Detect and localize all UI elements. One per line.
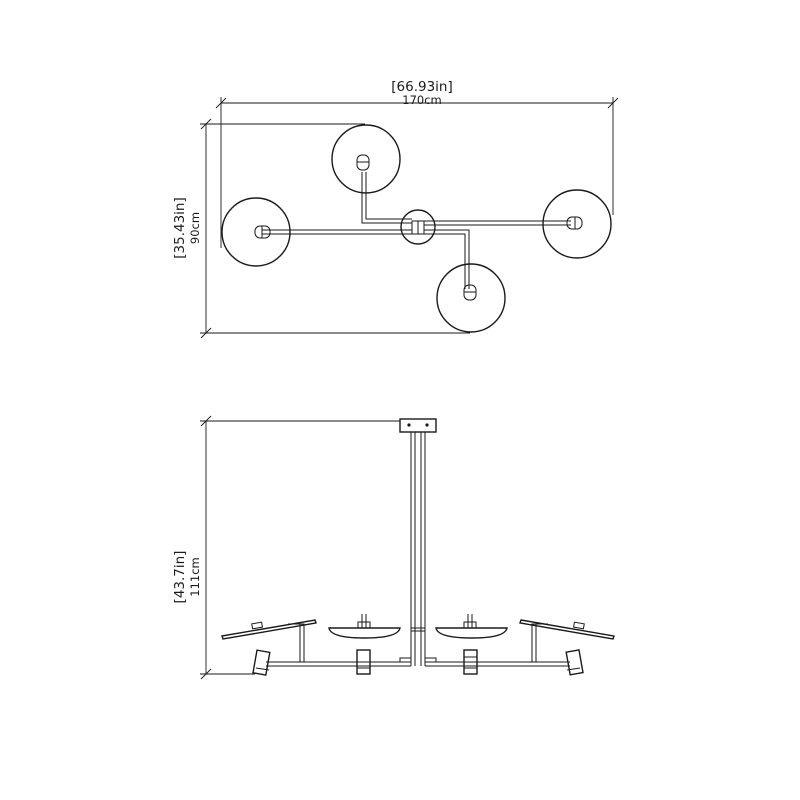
side-arm-bar [266, 657, 570, 667]
side-canopy [399, 418, 437, 433]
width-dimension: [66.93in] 170cm [215, 79, 619, 248]
top-canopy [400, 209, 436, 245]
width-inches-label: [66.93in] [391, 79, 453, 95]
top-disc-left [221, 197, 291, 267]
height-cm-label: 111cm [188, 557, 202, 596]
top-disc-right [542, 189, 612, 259]
side-outer-shade-right [519, 619, 615, 662]
height-inches-label: [43.7in] [172, 551, 188, 604]
side-view: [43.7in] 111cm [172, 415, 615, 680]
top-disc-lower [436, 263, 506, 333]
side-lamp-heads [252, 649, 584, 676]
side-inner-shade-right [435, 614, 508, 639]
top-lamp-heads [254, 154, 583, 301]
depth-dimension: [35.43in] 90cm [172, 118, 470, 339]
top-arms [262, 172, 571, 289]
height-dimension: [43.7in] 111cm [172, 415, 400, 680]
width-cm-label: 170cm [402, 93, 441, 107]
side-inner-shade-left [328, 614, 401, 639]
depth-cm-label: 90cm [188, 212, 202, 244]
depth-inches-label: [35.43in] [172, 197, 188, 259]
side-drop-rods [410, 432, 426, 666]
side-outer-shade-left [221, 619, 317, 662]
top-view: [66.93in] 170cm [35.43in] 90cm [172, 79, 619, 339]
